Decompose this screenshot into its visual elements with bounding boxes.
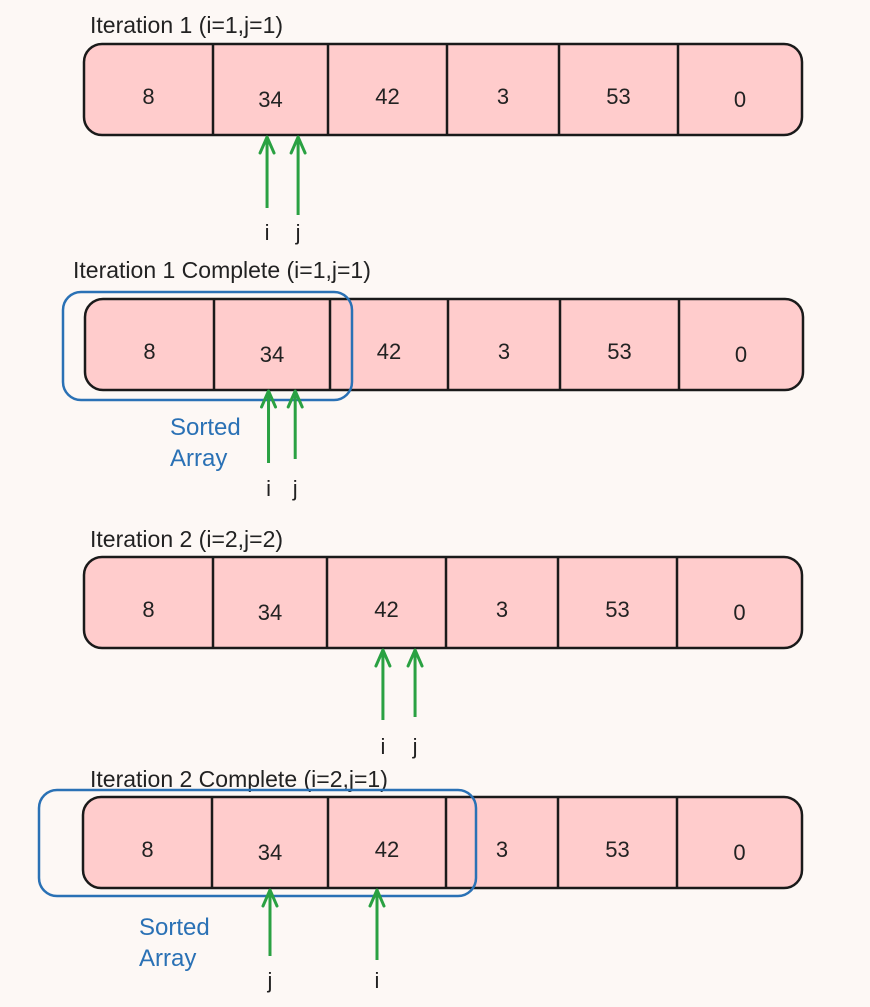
array-cell-value: 3 bbox=[497, 84, 509, 109]
arrow-up-icon bbox=[260, 389, 278, 463]
array-cell-value: 0 bbox=[735, 342, 747, 367]
array-box bbox=[83, 297, 805, 392]
array-cell-value: 42 bbox=[375, 837, 399, 862]
array-cell-value: 3 bbox=[496, 837, 508, 862]
arrow-up-icon bbox=[286, 389, 304, 459]
pointer-label-j: j bbox=[412, 734, 418, 759]
array-cell-value: 42 bbox=[375, 84, 399, 109]
array-cell-value: 53 bbox=[606, 84, 630, 109]
pointer-label-i: i bbox=[380, 734, 385, 759]
pointer-label-i: i bbox=[266, 476, 271, 501]
sorted-highlight-box bbox=[37, 788, 478, 898]
array-cell-value: 0 bbox=[734, 87, 746, 112]
array-cell-value: 53 bbox=[605, 837, 629, 862]
arrow-up-icon bbox=[258, 135, 276, 208]
iteration-4: Iteration 2 Complete (i=2,j=1) 8 34 42 3 53 0S… bbox=[37, 766, 804, 993]
pointer-label-i: i bbox=[375, 968, 380, 993]
iteration-2: Iteration 1 Complete (i=1,j=1) 8 34 42 3 53 0S… bbox=[61, 257, 805, 501]
iteration-title: Iteration 1 (i=1,j=1) bbox=[90, 12, 283, 38]
array-cell-value: 42 bbox=[377, 339, 401, 364]
array-cell-value: 8 bbox=[141, 837, 153, 862]
array-cell-value: 3 bbox=[496, 597, 508, 622]
array-cell-value: 0 bbox=[733, 600, 745, 625]
sorted-highlight-box bbox=[61, 290, 354, 402]
arrow-up-icon bbox=[406, 648, 424, 717]
array-cell-value: 34 bbox=[258, 87, 282, 112]
arrow-up-icon bbox=[368, 888, 386, 960]
array-cell-value: 0 bbox=[733, 840, 745, 865]
array-cell-value: 34 bbox=[258, 600, 282, 625]
array-box bbox=[82, 555, 804, 650]
array-cell-value: 53 bbox=[605, 597, 629, 622]
array-cell-value: 3 bbox=[498, 339, 510, 364]
pointer-label-j: j bbox=[292, 476, 298, 501]
array-cell-value: 34 bbox=[260, 342, 284, 367]
iteration-title: Iteration 1 Complete (i=1,j=1) bbox=[73, 257, 371, 283]
iteration-3: Iteration 2 (i=2,j=2) 8 34 42 3 53 0 i j bbox=[82, 526, 804, 759]
iteration-title: Iteration 2 Complete (i=2,j=1) bbox=[90, 766, 388, 792]
array-cell-value: 34 bbox=[258, 840, 282, 865]
arrow-up-icon bbox=[289, 135, 307, 215]
array-cell-value: 8 bbox=[143, 339, 155, 364]
array-cell-value: 8 bbox=[142, 597, 154, 622]
iteration-title: Iteration 2 (i=2,j=2) bbox=[90, 526, 283, 552]
pointer-label-j: j bbox=[295, 220, 301, 245]
array-cell-value: 8 bbox=[142, 84, 154, 109]
array-cell-value: 53 bbox=[607, 339, 631, 364]
array-cell-value: 42 bbox=[374, 597, 398, 622]
arrow-up-icon bbox=[261, 888, 279, 956]
arrow-up-icon bbox=[374, 648, 392, 720]
pointer-label-i: i bbox=[265, 220, 270, 245]
pointer-label-j: j bbox=[267, 968, 273, 993]
array-box bbox=[82, 42, 804, 137]
array-box bbox=[81, 795, 804, 890]
